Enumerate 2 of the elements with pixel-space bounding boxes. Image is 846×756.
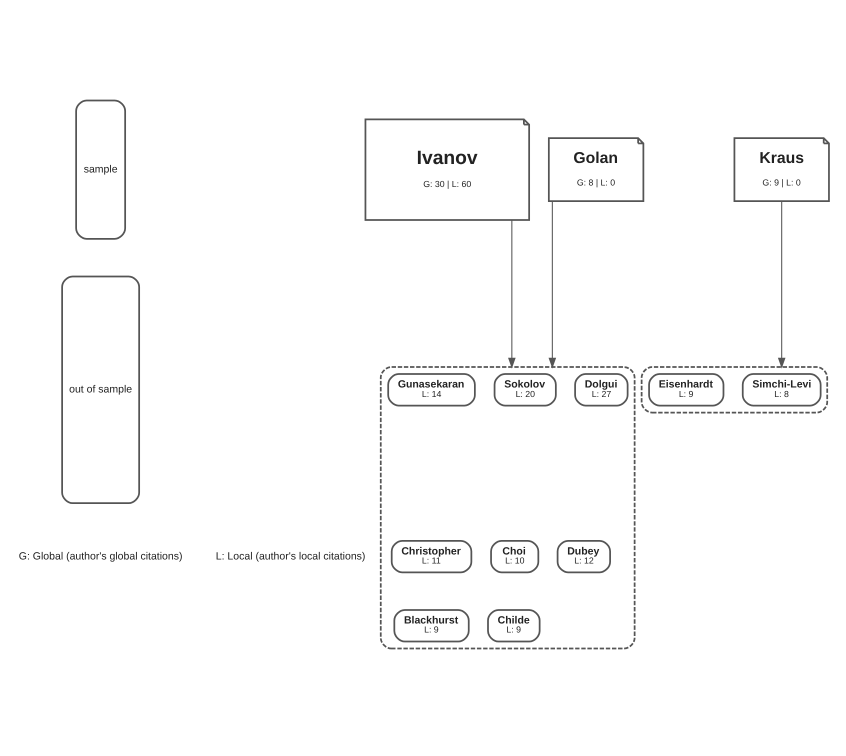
label: G: Global (author's global citations) [18,550,182,562]
label: L: Local (author's local citations) [216,550,366,562]
